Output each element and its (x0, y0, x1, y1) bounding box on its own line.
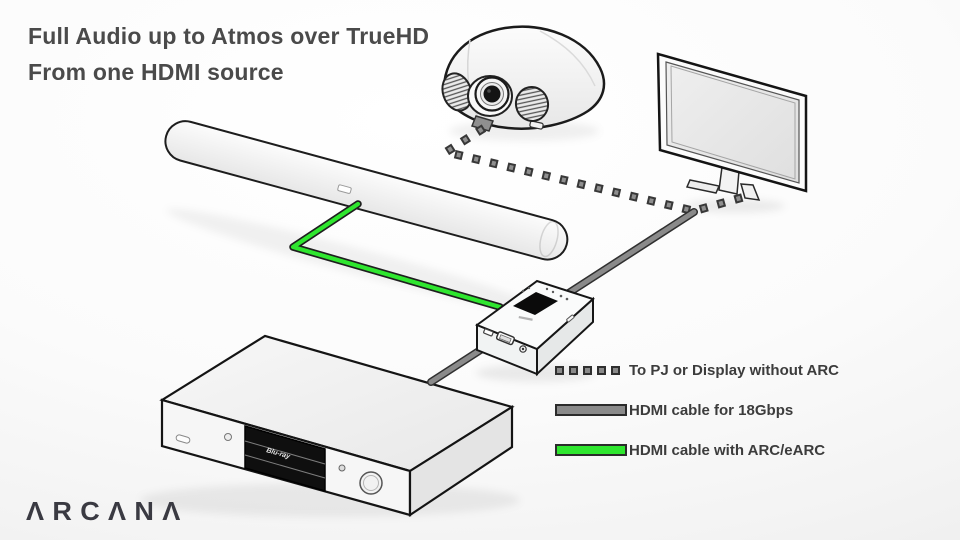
dashed-cable-marker (555, 365, 629, 375)
tv-screen-inner-line (670, 65, 796, 180)
bluray-disc-tray (244, 425, 326, 492)
legend-row-dashed: To PJ or Display without ARC (555, 361, 840, 379)
projector-vent-grille-right (514, 86, 550, 122)
projector (441, 25, 606, 132)
tv-display (656, 52, 808, 201)
bluray-power-button-ring (363, 475, 379, 491)
hdmi-cable-arc-earc (289, 200, 504, 311)
projector-foot (529, 120, 544, 130)
soundbar (164, 120, 569, 261)
legend-label-green: HDMI cable with ARC/eARC (629, 441, 826, 459)
soundbar-port (337, 184, 352, 194)
tv-stand-leg-left (685, 179, 721, 194)
gray-cable-marker (555, 404, 627, 416)
soundbar-endcap (539, 220, 559, 258)
arcana-label-text (518, 316, 533, 321)
arcana-logo-text: ΛRCΛNΛ (26, 496, 189, 526)
arcana-usb-port (483, 328, 494, 337)
soundbar-body (164, 120, 569, 261)
tv-stand-leg-right (739, 183, 761, 201)
bluray-player: Blu-ray (159, 334, 515, 518)
bluray-tray-slots (244, 440, 326, 479)
bluray-usb-slot (175, 434, 191, 444)
dashed-cable-to-projector (435, 124, 746, 216)
bluray-right-face (408, 405, 514, 518)
projector-lens (467, 75, 513, 117)
page-title: Full Audio up to Atmos over TrueHD From … (28, 18, 429, 90)
legend-row-gray: HDMI cable for 18Gbps (555, 401, 794, 419)
green-cable-marker (555, 444, 627, 456)
legend-label-dashed: To PJ or Display without ARC (629, 361, 840, 379)
bluray-indicator (224, 433, 232, 441)
bluray-eject-button (338, 464, 346, 472)
arcana-adapter (474, 279, 595, 377)
projector-seam (539, 30, 596, 87)
title-line-1: Full Audio up to Atmos over TrueHD (28, 23, 430, 49)
arcana-side-slot (566, 314, 575, 323)
arcana-audio-jack-hole (521, 347, 525, 351)
arcana-oled-display (513, 292, 558, 315)
arcana-hdmi-port-inner (498, 334, 512, 344)
tv-screen (665, 61, 800, 184)
legend-row-green: HDMI cable with ARC/eARC (555, 441, 826, 459)
legend-label-gray: HDMI cable for 18Gbps (629, 401, 794, 419)
arcana-top-markings (521, 286, 569, 301)
title-line-2: From one HDMI source (28, 59, 284, 85)
